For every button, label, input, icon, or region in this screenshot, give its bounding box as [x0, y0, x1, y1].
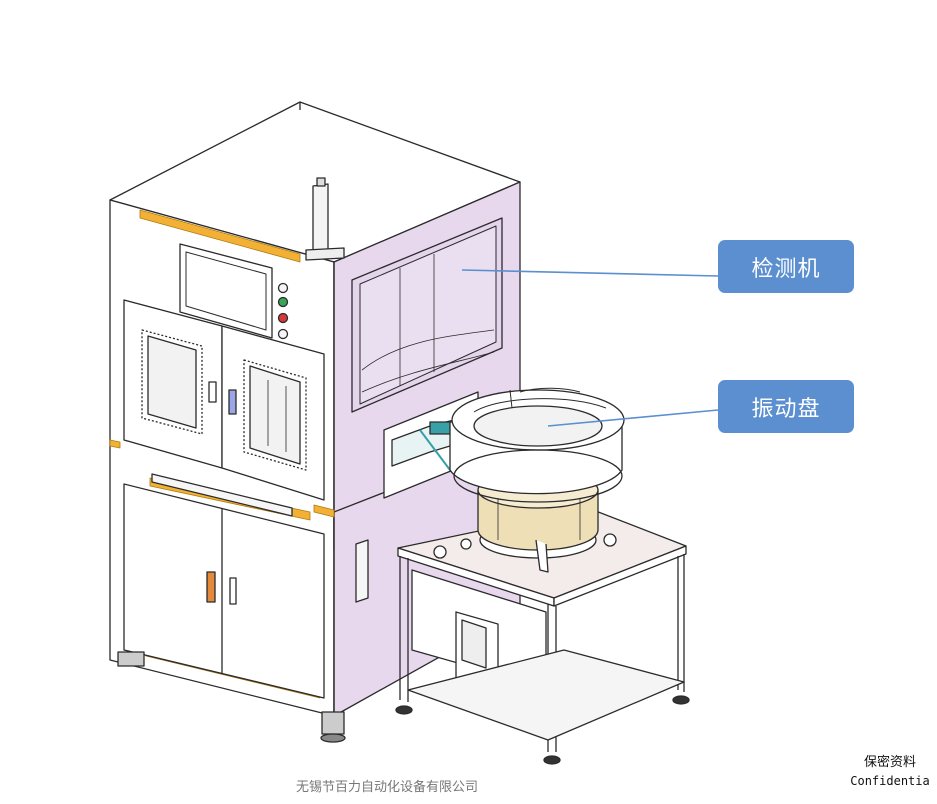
confidential-zh: 保密资料 — [863, 755, 916, 770]
callout-vibratory-bowl: 振动盘 — [718, 380, 854, 433]
callout-inspection-machine: 检测机 — [718, 240, 854, 293]
inspection-machine — [109, 101, 521, 743]
callout-leaders — [461, 269, 719, 427]
confidential-en: Confidentia — [850, 774, 930, 788]
callout-label: 检测机 — [751, 256, 821, 282]
company-footer: 无锡节百力自动化设备有限公司 — [296, 780, 479, 795]
confidential-mark: 保密资料 Confidentia — [848, 754, 932, 790]
accent-strip-top — [139, 209, 301, 263]
vibratory-bowl-feeder — [395, 387, 690, 765]
leader-line-2 — [547, 409, 719, 427]
leader-line-1 — [461, 269, 719, 277]
callout-label: 振动盘 — [751, 396, 821, 422]
